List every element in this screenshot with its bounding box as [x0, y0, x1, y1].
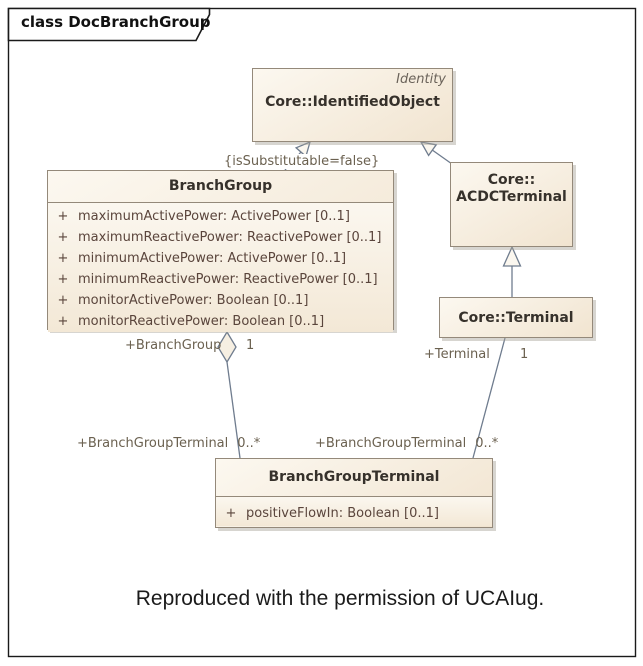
role-name: +BranchGroupTerminal: [77, 436, 229, 451]
attribute-visibility: +: [225, 506, 237, 521]
class-name-line2: ACDCTerminal: [456, 189, 567, 205]
attribute-row: + maximumActivePower: ActivePower [0..1]: [48, 206, 393, 227]
attribute-visibility: +: [57, 230, 69, 245]
role-label-branchgroup: +BranchGroup: [125, 338, 222, 353]
class-name-line1: Core::: [487, 172, 536, 188]
class-name: Core::IdentifiedObject: [265, 94, 440, 110]
attribute-row: + monitorReactivePower: Boolean [0..1]: [48, 311, 393, 332]
attribute-row: + minimumActivePower: ActivePower [0..1]: [48, 248, 393, 269]
attribute-visibility: +: [57, 272, 69, 287]
stereotype-identity: Identity: [396, 72, 446, 87]
class-branchgroup[interactable]: BranchGroup + maximumActivePower: Active…: [47, 170, 394, 332]
frame-title: class DocBranchGroup: [21, 13, 211, 31]
attribute-signature: maximumActivePower: ActivePower [0..1]: [78, 209, 350, 224]
class-core-acdcterminal[interactable]: Core:: ACDCTerminal: [450, 162, 573, 247]
attribute-visibility: +: [57, 209, 69, 224]
multiplicity: 0..*: [237, 436, 261, 451]
role-label-branchgroupterminal-right: +BranchGroupTerminal 0..*: [315, 436, 498, 451]
class-name: Core::Terminal: [458, 309, 574, 326]
attribute-signature: minimumReactivePower: ReactivePower [0..…: [78, 272, 378, 287]
class-name: BranchGroup: [168, 178, 273, 194]
attribute-visibility: +: [57, 314, 69, 329]
class-name: Core:: ACDCTerminal: [451, 163, 572, 206]
attribute-row: + monitorActivePower: Boolean [0..1]: [48, 290, 393, 311]
attribute-row: + maximumReactivePower: ReactivePower [0…: [48, 227, 393, 248]
permission-caption: Reproduced with the permission of UCAIug…: [135, 587, 545, 610]
multiplicity: 0..*: [475, 436, 499, 451]
role-label-branchgroupterminal-left: +BranchGroupTerminal 0..*: [77, 436, 260, 451]
attribute-compartment: + positiveFlowIn: Boolean [0..1]: [216, 496, 492, 526]
attribute-signature: monitorActivePower: Boolean [0..1]: [78, 293, 309, 308]
generalization-acdcterminal-identifiedobject: [419, 141, 453, 165]
attribute-visibility: +: [57, 293, 69, 308]
constraint-issubstitutable: {isSubstitutable=false}: [222, 154, 382, 169]
class-branchgroupterminal[interactable]: BranchGroupTerminal + positiveFlowIn: Bo…: [215, 458, 493, 528]
role-label-terminal: +Terminal: [424, 347, 490, 362]
attribute-compartment: + maximumActivePower: ActivePower [0..1]…: [48, 202, 393, 332]
attribute-row: + positiveFlowIn: Boolean [0..1]: [216, 500, 492, 526]
class-core-identifiedobject[interactable]: Identity Core::IdentifiedObject: [252, 68, 453, 142]
class-name: BranchGroupTerminal: [268, 469, 440, 485]
multiplicity-branchgroup: 1: [246, 338, 255, 353]
attribute-signature: maximumReactivePower: ReactivePower [0..…: [78, 230, 382, 245]
multiplicity-terminal: 1: [520, 347, 529, 362]
attribute-signature: positiveFlowIn: Boolean [0..1]: [246, 506, 439, 521]
generalization-terminal-acdcterminal: [502, 245, 522, 297]
aggregation-branchgroup-branchgroupterminal: [217, 330, 241, 459]
association-terminal-branchgroupterminal: [472, 337, 506, 459]
attribute-signature: monitorReactivePower: Boolean [0..1]: [78, 314, 325, 329]
frame-title-tab: [7, 7, 211, 42]
attribute-row: + minimumReactivePower: ReactivePower [0…: [48, 269, 393, 290]
class-core-terminal[interactable]: Core::Terminal: [439, 297, 593, 338]
attribute-signature: minimumActivePower: ActivePower [0..1]: [78, 251, 347, 266]
attribute-visibility: +: [57, 251, 69, 266]
role-name: +BranchGroupTerminal: [315, 436, 467, 451]
